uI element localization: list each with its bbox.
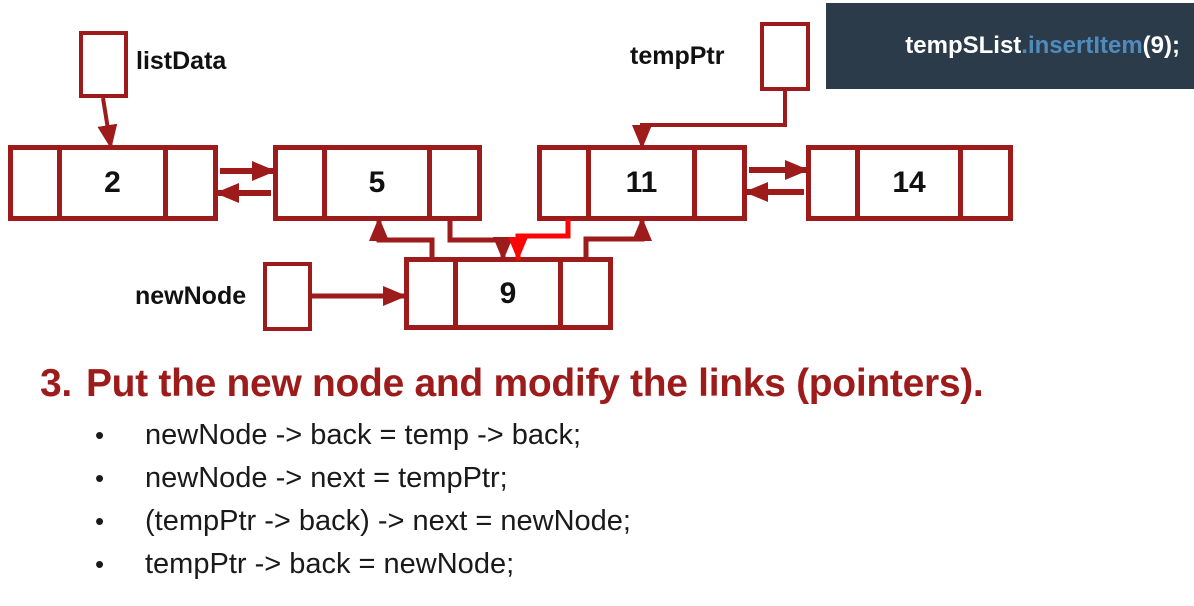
- node-9-new: 9: [404, 257, 613, 330]
- node-2-value: 2: [62, 150, 168, 216]
- step-title-text: Put the new node and modify the links (p…: [85, 362, 984, 405]
- newnode-label: newNode: [135, 282, 247, 310]
- node-14: 14: [806, 145, 1013, 221]
- listdata-label: listData: [136, 47, 227, 75]
- node-14-back-cell: [811, 150, 860, 216]
- bullet-icon: •: [95, 463, 105, 493]
- bullet-icon: •: [95, 506, 105, 536]
- bullet-text-3: (tempPtr -> back) -> next = newNode;: [145, 505, 631, 537]
- step-number: 3.: [40, 362, 72, 405]
- node-11-value: 11: [591, 150, 697, 216]
- newnode-pointer-box: [263, 262, 312, 331]
- arrow-node9-next-to-node11: [583, 217, 652, 259]
- tempptr-label: tempPtr: [630, 42, 725, 70]
- step-title: 3. Put the new node and modify the links…: [40, 362, 984, 406]
- node-2-back-cell: [13, 150, 62, 216]
- bullet-list: • newNode -> back = temp -> back; • newN…: [95, 414, 631, 586]
- code-box: tempSList.insertItem(9);: [826, 3, 1194, 89]
- tempptr-pointer-box: [760, 22, 810, 91]
- arrow-node11-back-to-node9-highlighted: [508, 219, 571, 261]
- code-method-text: .insertItem: [1021, 32, 1143, 59]
- arrow-listdata-to-node2: [97, 97, 118, 149]
- list-item: • tempPtr -> back = newNode;: [95, 543, 631, 586]
- node-5-value: 5: [327, 150, 432, 216]
- node-5-back-cell: [278, 150, 327, 216]
- list-item: • newNode -> next = tempPtr;: [95, 457, 631, 500]
- code-object-text: tempSList: [905, 32, 1022, 59]
- arrow-node9-back-to-node5: [369, 217, 435, 259]
- listdata-pointer-box: [79, 31, 128, 98]
- arrow-node5-next-to-node9: [447, 219, 513, 261]
- arrow-tempptr-to-node11: [632, 91, 787, 149]
- list-item: • (tempPtr -> back) -> next = newNode;: [95, 500, 631, 543]
- list-item: • newNode -> back = temp -> back;: [95, 414, 631, 457]
- bullet-icon: •: [95, 420, 105, 450]
- bullet-icon: •: [95, 549, 105, 579]
- node-14-value: 14: [860, 150, 963, 216]
- node-9-back-cell: [409, 262, 458, 325]
- node-11-back-cell: [542, 150, 591, 216]
- bullet-text-1: newNode -> back = temp -> back;: [145, 419, 582, 451]
- bullet-text-2: newNode -> next = tempPtr;: [145, 462, 508, 494]
- bullet-text-4: tempPtr -> back = newNode;: [145, 548, 515, 580]
- node-9-value: 9: [458, 262, 563, 325]
- code-args-text: (9);: [1142, 32, 1180, 59]
